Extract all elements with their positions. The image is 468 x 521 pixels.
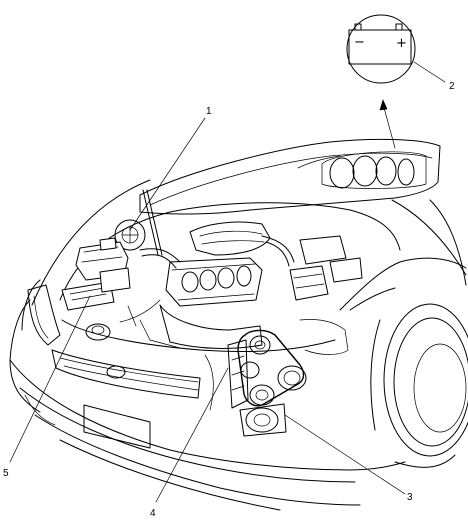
callout-4-label: 4 (150, 508, 156, 519)
callout-5-label: 5 (3, 468, 9, 479)
drive-belt-assembly (227, 329, 307, 437)
negative-terminal-label: − (354, 35, 365, 50)
inset-circle (346, 14, 416, 84)
leader-lines (9, 61, 446, 503)
battery-inset: − + (346, 14, 416, 84)
front-right-wheel (383, 303, 468, 457)
callout-2-label: 2 (449, 81, 455, 92)
callout-3-label: 3 (407, 492, 413, 503)
emblem-icon (106, 365, 126, 379)
intake-manifold (165, 257, 263, 307)
battery-icon: − + (348, 23, 412, 65)
callout-1-label: 1 (206, 106, 212, 117)
engine-compartment (59, 202, 401, 437)
callout-labels: 1 2 3 4 5 (3, 81, 455, 519)
vehicle-body (9, 138, 468, 511)
license-plate (83, 404, 151, 449)
positive-terminal-label: + (396, 36, 407, 51)
